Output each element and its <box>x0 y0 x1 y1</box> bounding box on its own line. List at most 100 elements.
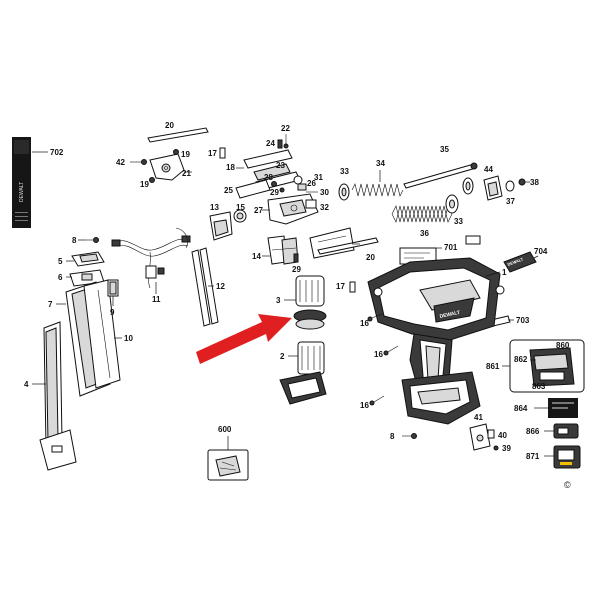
callout-14: 14 <box>252 252 261 261</box>
callout-863: 863 <box>532 382 546 391</box>
part-19-pin-lower[interactable] <box>149 177 155 183</box>
callout-860: 860 <box>556 341 570 350</box>
callout-1: 1 <box>502 268 507 277</box>
part-1-main-housing[interactable]: DEWALT <box>367 257 505 425</box>
part-36-main-spring[interactable] <box>391 205 453 223</box>
part-33-washer-right[interactable] <box>445 194 459 214</box>
part-20-rod-upper[interactable] <box>147 127 209 143</box>
callout-33a: 33 <box>340 167 349 176</box>
callout-29b: 29 <box>292 265 301 274</box>
part-2-motor[interactable] <box>279 341 327 405</box>
callout-27: 27 <box>254 206 263 215</box>
part-29-spring-lower[interactable] <box>293 253 299 263</box>
callout-35: 35 <box>440 145 449 154</box>
callout-20a: 20 <box>165 121 174 130</box>
part-17-clip-upper[interactable] <box>219 147 226 159</box>
part-25-lever[interactable] <box>235 179 271 199</box>
callout-2: 2 <box>280 352 285 361</box>
part-5-latch[interactable] <box>71 251 105 267</box>
part-tag-small[interactable] <box>465 235 481 245</box>
part-704-brand-tag[interactable]: DEWALT <box>503 251 537 273</box>
callout-40: 40 <box>498 431 507 440</box>
callout-8a: 8 <box>72 236 77 245</box>
part-16-screw-a[interactable] <box>367 313 383 322</box>
part-8-screw-upper[interactable] <box>86 237 99 243</box>
callout-861: 861 <box>486 362 500 371</box>
callout-20b: 20 <box>366 253 375 262</box>
part-871-charger[interactable] <box>553 445 581 469</box>
callout-22: 22 <box>281 124 290 133</box>
part-29-spring[interactable] <box>279 187 285 193</box>
callout-8b: 8 <box>390 432 395 441</box>
part-33-washer-left[interactable] <box>338 183 350 201</box>
part-37-washer[interactable] <box>505 180 515 192</box>
part-42-screw[interactable] <box>130 159 147 165</box>
callout-18: 18 <box>226 163 235 172</box>
part-20-rod-lower[interactable] <box>317 237 379 255</box>
callout-39: 39 <box>502 444 511 453</box>
part-38-nut[interactable] <box>518 178 526 186</box>
part-4-magazine-rail[interactable] <box>39 321 77 471</box>
callout-866: 866 <box>526 427 540 436</box>
callout-25: 25 <box>224 186 233 195</box>
callout-703: 703 <box>516 316 530 325</box>
part-41-belt-clip[interactable] <box>469 423 491 451</box>
part-44-bracket[interactable] <box>483 175 503 201</box>
callout-9: 9 <box>110 308 115 317</box>
part-15-bushing[interactable] <box>233 209 247 223</box>
callout-15: 15 <box>236 203 245 212</box>
callout-31: 31 <box>314 173 323 182</box>
part-8-screw-lower[interactable] <box>402 433 417 439</box>
part-21-bracket[interactable] <box>149 153 185 181</box>
part-864-card[interactable] <box>548 398 578 418</box>
part-32-plate[interactable] <box>305 199 317 209</box>
part-39-screw[interactable] <box>493 445 499 451</box>
callout-5: 5 <box>58 257 63 266</box>
part-11-wiring-harness[interactable] <box>111 227 191 289</box>
callout-871: 871 <box>526 452 540 461</box>
callout-33b: 33 <box>454 217 463 226</box>
callout-4: 4 <box>24 380 29 389</box>
handle-brand-badge: DEWALT <box>439 310 461 320</box>
part-16-screw-c[interactable] <box>369 395 385 406</box>
callout-3: 3 <box>276 296 281 305</box>
callout-29: 29 <box>270 188 279 197</box>
callout-864: 864 <box>514 404 528 413</box>
part-24-pin[interactable] <box>277 139 283 149</box>
callout-41: 41 <box>474 413 483 422</box>
part-866-battery[interactable] <box>553 423 579 439</box>
part-35-rod[interactable] <box>403 162 478 189</box>
callout-17a: 17 <box>208 149 217 158</box>
group-861-battery-kit[interactable] <box>509 339 585 393</box>
callout-28: 28 <box>264 173 273 182</box>
part-17-clip-lower[interactable] <box>349 281 356 293</box>
callout-17b: 17 <box>336 282 345 291</box>
part-3-gear-assembly[interactable] <box>293 275 327 330</box>
part-16-screw-b[interactable] <box>383 345 399 356</box>
callout-21: 21 <box>182 169 191 178</box>
callout-44: 44 <box>484 165 493 174</box>
callout-19a: 19 <box>181 150 190 159</box>
part-19-pin-upper[interactable] <box>173 149 179 155</box>
callout-12: 12 <box>216 282 225 291</box>
callout-704: 704 <box>534 247 548 256</box>
part-9-block[interactable] <box>107 279 119 297</box>
part-10-magazine-channel[interactable] <box>65 279 121 397</box>
part-22-pin[interactable] <box>283 134 289 149</box>
part-13-bracket[interactable] <box>209 211 233 241</box>
part-ring-right[interactable] <box>462 177 474 195</box>
part-34-spring[interactable] <box>351 183 404 197</box>
callout-19b: 19 <box>140 180 149 189</box>
callout-701: 701 <box>444 243 458 252</box>
part-702-label[interactable]: DEWALT <box>12 137 31 228</box>
callout-23: 23 <box>276 161 285 170</box>
part-31-spring[interactable] <box>297 183 307 191</box>
part-600-kit[interactable] <box>207 449 249 481</box>
callout-32: 32 <box>320 203 329 212</box>
callout-862: 862 <box>514 355 528 364</box>
part-26-cam[interactable] <box>293 175 303 185</box>
part-28-ball[interactable] <box>271 181 277 187</box>
callout-24: 24 <box>266 139 275 148</box>
callout-11: 11 <box>152 295 161 304</box>
part-40-plate[interactable] <box>487 429 495 439</box>
